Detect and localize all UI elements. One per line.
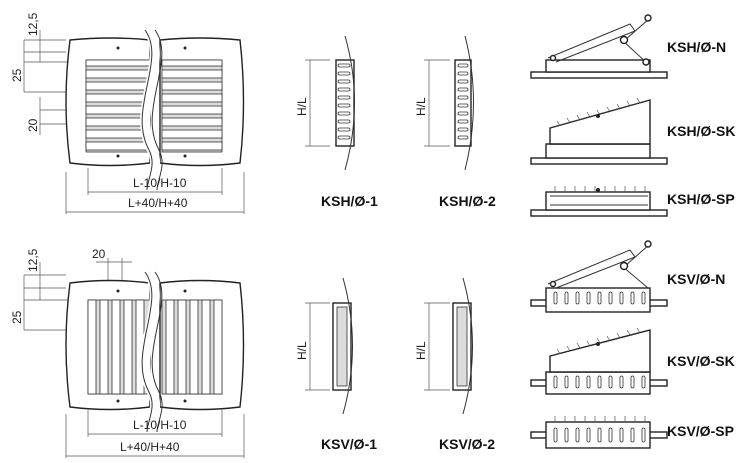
model-ksv-1-label: KSV/Ø-1 (321, 436, 377, 452)
horizontal-slat-grille-icon (85, 59, 223, 151)
dim-height-b: H/L (295, 341, 309, 360)
model-ksv-n-label: KSV/Ø-N (667, 271, 725, 287)
dim-inner-width: L-10/H-10 (133, 176, 187, 190)
ksh-front-view: 12,5 25 20 (10, 12, 245, 214)
dim-height-b2: H/L (414, 341, 428, 360)
ksv-1-side-view: H/L KSV/Ø-1 (295, 277, 377, 452)
model-ksv-2-label: KSV/Ø-2 (439, 436, 495, 452)
dim-height: H/L (295, 97, 309, 116)
sloped-damper-icon: KSH/Ø-SK (530, 97, 735, 165)
ksv-front-view: 12,5 25 20 L-10/H-10 (10, 247, 245, 458)
model-ksh-n-label: KSH/Ø-N (667, 39, 726, 55)
scissor-damper-icon-ksv: KSV/Ø-N (530, 240, 725, 313)
model-ksh-sp-label: KSH/Ø-SP (667, 191, 735, 207)
flat-damper-icon: KSH/Ø-SP (530, 186, 735, 217)
dim-height-2: H/L (414, 97, 428, 116)
dim-slat-spacing: 20 (26, 118, 40, 132)
vertical-slat-grille-icon (87, 299, 223, 395)
scissor-damper-icon: KSH/Ø-N (530, 14, 726, 79)
dim-frame-edge: 25 (10, 68, 24, 82)
dim-gap-small-b: 12,5 (26, 248, 40, 272)
dim-frame-edge-b: 25 (10, 310, 24, 324)
ksv-2-side-view: H/L KSV/Ø-2 (414, 277, 495, 452)
dim-slat-spacing-b: 20 (92, 247, 106, 261)
dim-gap-small: 12,5 (26, 12, 40, 36)
dim-inner-width-b: L-10/H-10 (133, 418, 187, 432)
flat-damper-icon-ksv: KSV/Ø-SP (530, 416, 734, 449)
dim-outer-width-b: L+40/H+40 (120, 440, 180, 454)
model-ksv-sk-label: KSV/Ø-SK (667, 353, 735, 369)
model-ksh-2-label: KSH/Ø-2 (439, 193, 496, 209)
ksh-1-side-view: H/L KSH/Ø-1 (295, 35, 378, 209)
model-ksv-sp-label: KSV/Ø-SP (667, 423, 734, 439)
model-ksh-sk-label: KSH/Ø-SK (667, 123, 735, 139)
ksh-2-side-view: H/L KSH/Ø-2 (414, 35, 496, 209)
sloped-damper-icon-ksv: KSV/Ø-SK (530, 327, 735, 395)
dim-outer-width: L+40/H+40 (128, 196, 188, 210)
model-ksh-1-label: KSH/Ø-1 (321, 193, 378, 209)
